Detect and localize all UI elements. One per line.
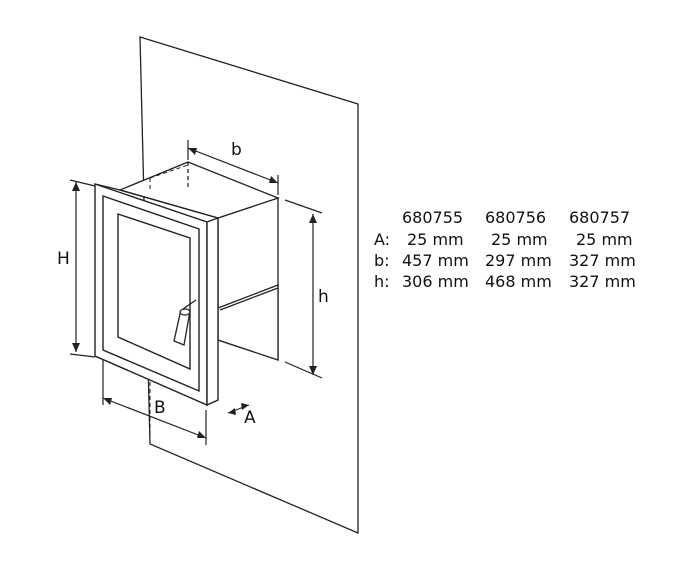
cell-a-680756: 25 mm	[491, 230, 548, 249]
label-A: A	[244, 408, 256, 428]
row-label-b: b:	[374, 251, 390, 270]
cell-a-680755: 25 mm	[407, 230, 464, 249]
handle-icon	[173, 299, 197, 346]
cell-b-680755: 457 mm	[402, 251, 469, 270]
cell-b-680756: 297 mm	[485, 251, 552, 270]
label-H: H	[57, 249, 70, 269]
row-label-h: h:	[374, 272, 390, 291]
spec-table: 680755 680756 680757 A: 25 mm 25 mm 25 m…	[374, 208, 636, 291]
row-label-a: A:	[374, 230, 390, 249]
dimension-lines	[69, 140, 323, 445]
cell-a-680757: 25 mm	[576, 230, 633, 249]
table-header-680757: 680757	[569, 208, 630, 227]
cell-h-680757: 327 mm	[569, 272, 636, 291]
cell-h-680756: 468 mm	[485, 272, 552, 291]
cell-b-680757: 327 mm	[569, 251, 636, 270]
table-header-680755: 680755	[402, 208, 463, 227]
cell-h-680755: 306 mm	[402, 272, 469, 291]
label-b: b	[231, 140, 242, 160]
label-h: h	[318, 287, 329, 307]
label-B: B	[154, 398, 166, 418]
arrowheads	[72, 148, 317, 438]
table-header-680756: 680756	[485, 208, 546, 227]
front-frame	[94, 183, 219, 407]
